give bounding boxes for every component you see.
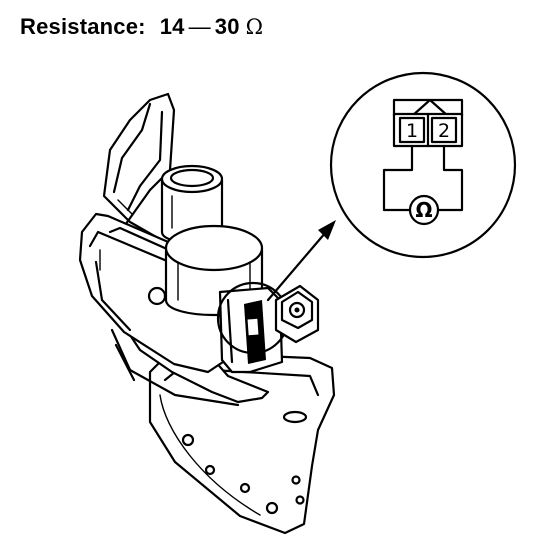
spec-label: Resistance: — [20, 14, 146, 39]
ohmmeter-label: Ω — [415, 198, 432, 222]
pin-1-label: 1 — [406, 120, 418, 142]
mounting-hole — [265, 501, 279, 515]
bracket-bolt-hole — [147, 286, 167, 306]
mounting-hole — [291, 475, 301, 485]
mounting-bolt — [274, 284, 320, 344]
lower-mounting-plate — [148, 350, 336, 535]
mounting-hole — [181, 433, 195, 447]
slot-hole — [282, 410, 308, 424]
spec-min: 14 — [159, 14, 185, 39]
mounting-hole — [239, 482, 251, 494]
ohmmeter-symbol — [408, 194, 440, 226]
terminal-1 — [398, 116, 426, 144]
terminal-2 — [430, 116, 458, 144]
arrow-head — [318, 220, 336, 240]
connector-detail-view: 1 2 Ω — [329, 71, 517, 259]
probe-lead-2 — [436, 144, 464, 212]
detail-view-circle — [329, 71, 517, 259]
solenoid-connector — [216, 281, 290, 374]
spec-separator: — — [188, 14, 211, 39]
mounting-hole — [295, 495, 305, 505]
mounting-bracket — [78, 92, 270, 407]
probe-lead-1 — [382, 144, 414, 212]
spec-unit: Ω — [245, 15, 264, 39]
leader-arrow — [266, 220, 336, 302]
mounting-hole — [204, 464, 216, 476]
spec-max: 30 — [214, 14, 240, 39]
pin-2-label: 2 — [438, 120, 450, 142]
